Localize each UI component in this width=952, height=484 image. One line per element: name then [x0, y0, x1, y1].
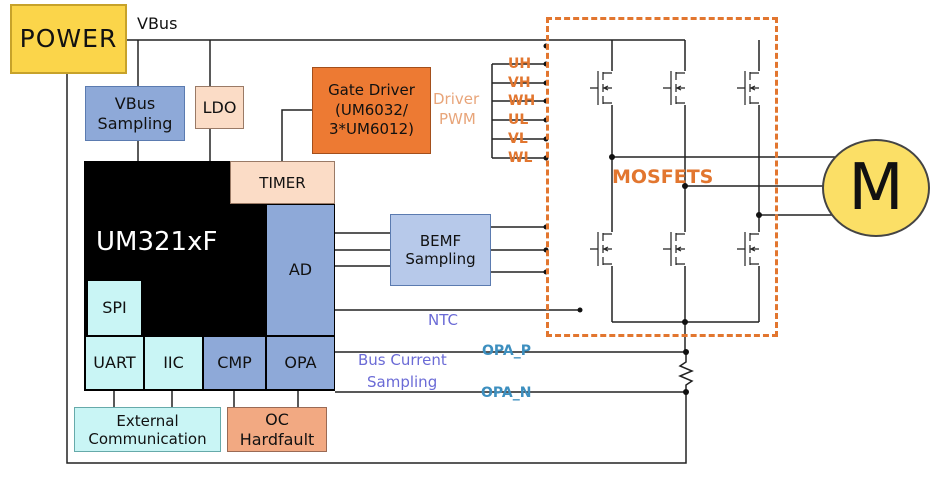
power-label: POWER — [19, 24, 118, 53]
mosfet-low-v — [663, 232, 685, 266]
gate-driver-title: Gate Driver — [328, 81, 415, 100]
pwm-signal-vh: VH — [508, 75, 531, 91]
ldo-block: LDO — [195, 86, 244, 129]
timer-block: TIMER — [230, 161, 335, 204]
opa-block: OPA — [266, 336, 335, 390]
mosfet-high-w — [737, 71, 759, 105]
mosfets-label: MOSFETS — [612, 166, 714, 188]
external-communication-line2: Communication — [88, 429, 207, 448]
mosfet-high-v — [663, 71, 685, 105]
spi-label: SPI — [102, 298, 127, 318]
opa-label: OPA — [284, 353, 317, 373]
ntc-label: NTC — [428, 311, 458, 329]
external-communication-line1: External — [116, 411, 179, 430]
oc-hardfault-line1: OC — [265, 410, 289, 430]
iic-label: IIC — [163, 353, 184, 373]
bemf-line1: BEMF — [419, 232, 462, 250]
uart-label: UART — [93, 353, 136, 373]
ldo-label: LDO — [202, 97, 237, 117]
spi-block: SPI — [87, 280, 142, 336]
gate-driver-part2: 3*UM6012) — [328, 120, 414, 139]
mosfet-high-u — [590, 71, 612, 105]
iic-block: IIC — [144, 336, 203, 390]
bemf-sampling-block: BEMF Sampling — [390, 214, 491, 286]
pwm-signal-wl: WL — [508, 150, 533, 166]
mosfet-low-w — [737, 232, 759, 266]
motor-symbol: M — [822, 139, 930, 237]
timer-label: TIMER — [259, 173, 306, 192]
gate-driver-block: Gate Driver (UM6032/ 3*UM6012) — [312, 67, 431, 154]
pwm-signal-uh: UH — [508, 56, 532, 72]
vbus-sampling-block: VBus Sampling — [85, 86, 185, 141]
pwm-signal-wh: WH — [508, 93, 536, 109]
power-block: POWER — [10, 4, 127, 74]
cmp-label: CMP — [217, 353, 252, 373]
external-communication-block: External Communication — [74, 407, 221, 452]
pwm-label: PWM — [439, 110, 476, 128]
ad-block: AD — [266, 204, 335, 336]
uart-block: UART — [85, 336, 144, 390]
vbus-label: VBus — [137, 14, 178, 33]
opa-n-label: OPA_N — [481, 385, 532, 401]
driver-label: Driver — [433, 90, 480, 108]
cmp-block: CMP — [203, 336, 266, 390]
opa-p-label: OPA_P — [482, 343, 531, 359]
bus-current-sampling-label: Sampling — [367, 373, 438, 391]
bemf-line2: Sampling — [405, 250, 476, 268]
pwm-signal-ul: UL — [508, 112, 529, 128]
bus-current-label: Bus Current — [358, 351, 447, 369]
mosfets-frame — [546, 17, 778, 337]
mcu-name: UM321xF — [96, 227, 218, 257]
motor-label: M — [848, 150, 904, 225]
pwm-signal-vl: VL — [508, 131, 528, 147]
ad-label: AD — [288, 260, 313, 280]
oc-hardfault-line2: Hardfault — [239, 429, 315, 449]
oc-hardfault-block: OC Hardfault — [227, 407, 327, 452]
mosfet-low-u — [590, 232, 612, 266]
vbus-sampling-label: VBus Sampling — [97, 94, 173, 133]
gate-driver-part1: (UM6032/ — [334, 100, 408, 119]
